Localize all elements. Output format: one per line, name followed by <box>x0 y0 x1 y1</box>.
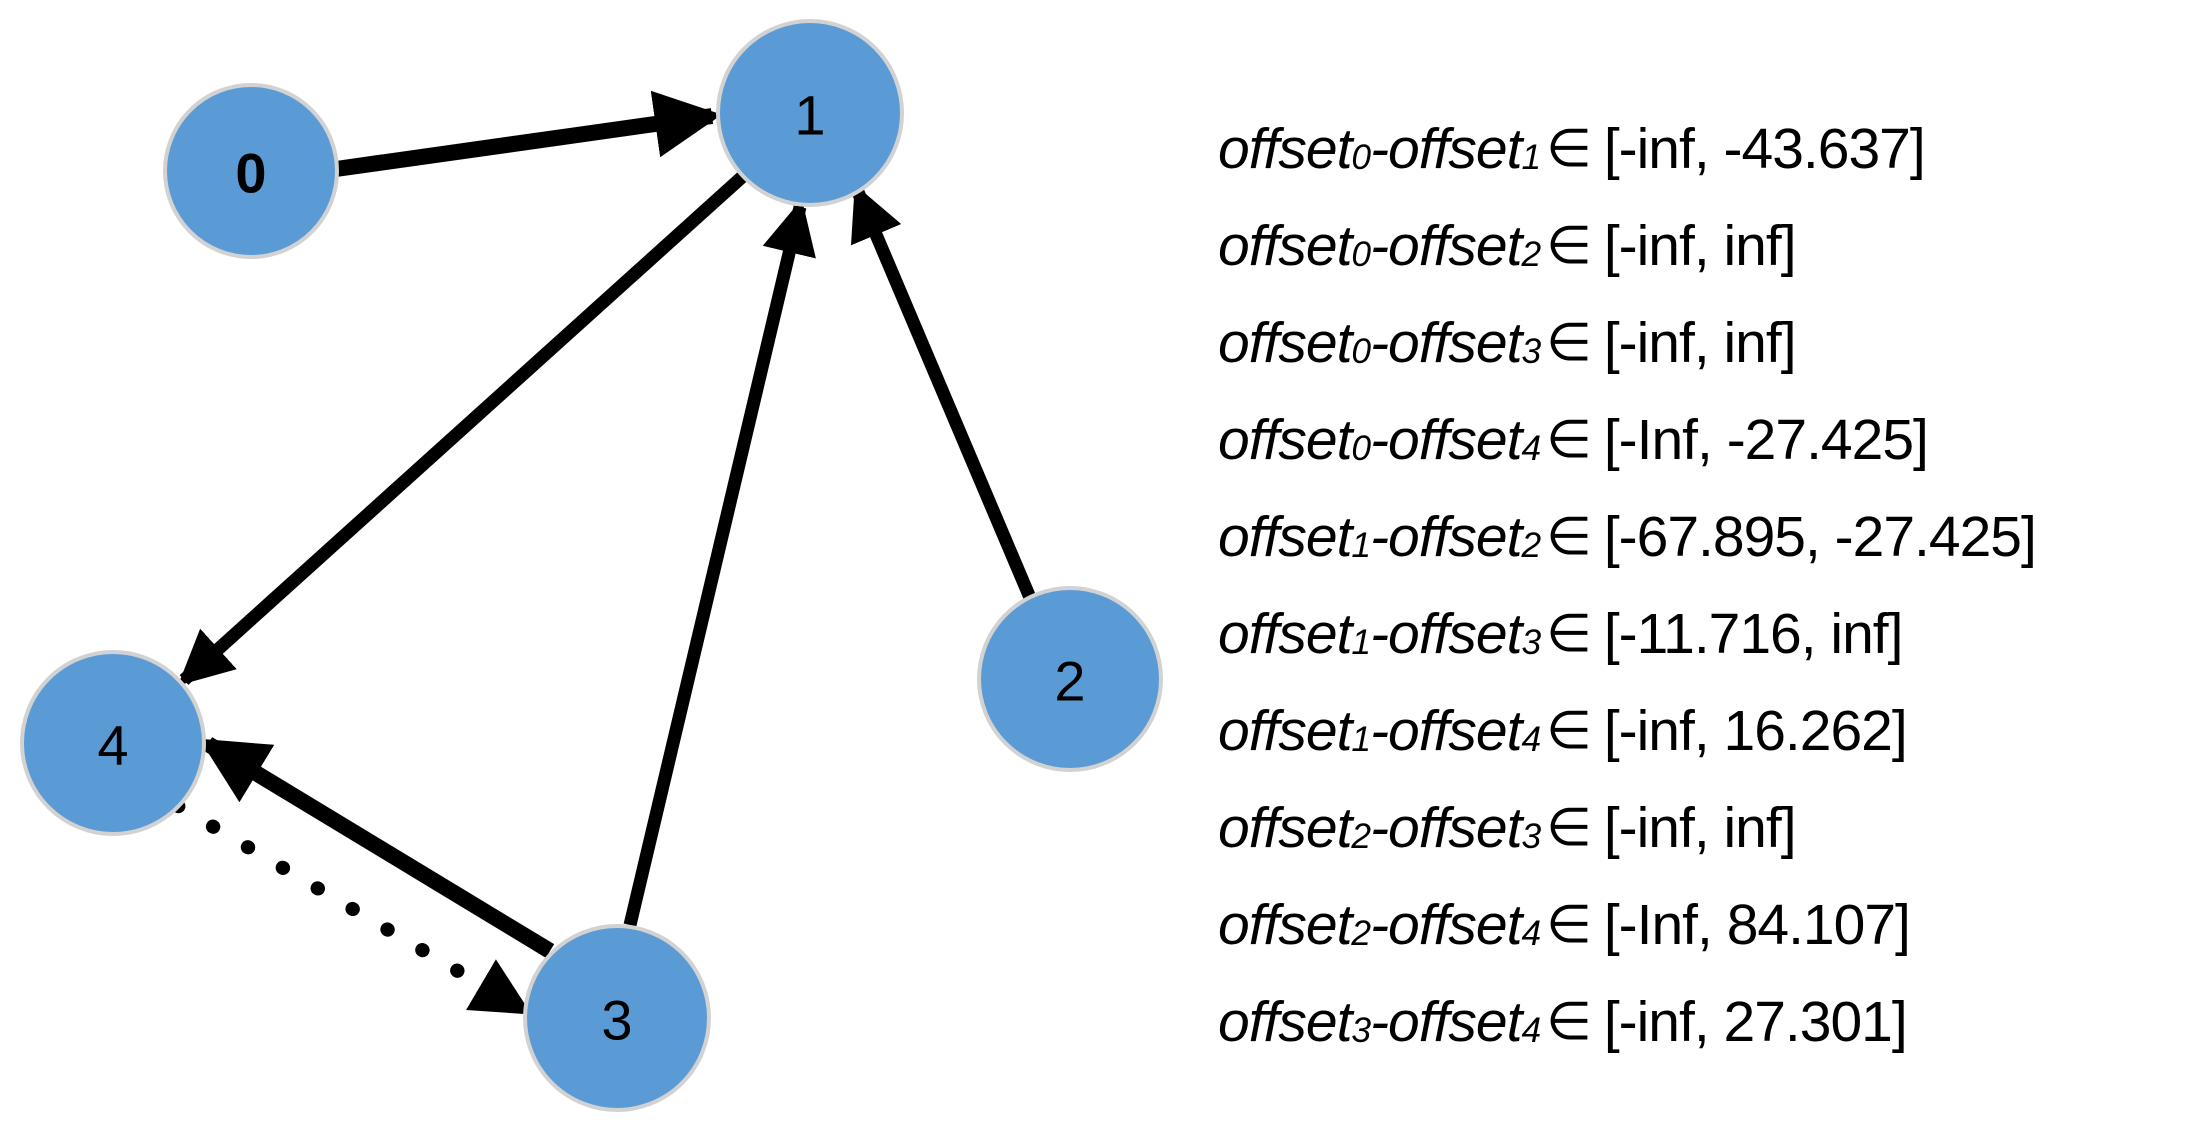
constraint-lhs: offset0-offset1 <box>1218 116 1541 181</box>
offset-subscript-b: 4 <box>1521 428 1541 468</box>
edge-1-to-4 <box>177 172 747 686</box>
constraint-lhs: offset0-offset3 <box>1218 310 1541 375</box>
element-of-symbol: ∈ <box>1546 411 1592 469</box>
offset-subscript-b: 2 <box>1521 234 1541 274</box>
offset-subscript-a: 0 <box>1351 428 1371 468</box>
element-of-symbol: ∈ <box>1546 605 1592 663</box>
offset-subscript-a: 3 <box>1351 1010 1371 1050</box>
constraint-lhs: offset2-offset4 <box>1218 892 1541 957</box>
node-circle-2 <box>977 586 1163 772</box>
offset-subscript-b: 2 <box>1521 525 1541 565</box>
element-of-symbol: ∈ <box>1546 702 1592 760</box>
constraint-row-0-4: offset0-offset4∈[-Inf, -27.425] <box>1218 391 2036 488</box>
constraint-range: [-inf, 16.262] <box>1603 698 1908 763</box>
constraint-row-1-2: offset1-offset2∈[-67.895, -27.425] <box>1218 488 2037 585</box>
offset-subscript-b: 3 <box>1521 331 1541 371</box>
node-label-1: 1 <box>794 84 825 147</box>
node-label-4: 4 <box>97 714 128 777</box>
constraint-range: [-67.895, -27.425] <box>1603 504 2037 569</box>
constraint-range: [-11.716, inf] <box>1603 601 1904 666</box>
edge-2-to-1 <box>850 184 1037 603</box>
constraint-lhs: offset1-offset4 <box>1218 698 1541 763</box>
edge-0-to-1 <box>334 90 722 177</box>
constraint-range: [-inf, inf] <box>1603 795 1797 860</box>
graph-node-3: 3 <box>523 924 711 1112</box>
offset-subscript-a: 1 <box>1351 719 1371 759</box>
node-circle-3 <box>523 924 711 1112</box>
element-of-symbol: ∈ <box>1546 799 1592 857</box>
element-of-symbol: ∈ <box>1546 508 1592 566</box>
edge-4-to-3-dotted <box>171 799 532 1017</box>
constraint-range: [-inf, inf] <box>1603 213 1797 278</box>
offset-subscript-a: 2 <box>1351 816 1371 856</box>
node-label-3: 3 <box>601 989 632 1052</box>
offset-subscript-a: 1 <box>1351 525 1371 565</box>
node-circle-0 <box>163 83 339 259</box>
constraint-range: [-inf, -43.637] <box>1603 116 1926 181</box>
constraint-list: offset0-offset1∈[-inf, -43.637]offset0-o… <box>1218 100 2037 1070</box>
element-of-symbol: ∈ <box>1546 896 1592 954</box>
node-circle-1 <box>716 19 904 207</box>
constraint-lhs: offset0-offset4 <box>1218 407 1541 472</box>
constraint-range: [-Inf, 84.107] <box>1603 892 1911 957</box>
constraint-lhs: offset0-offset2 <box>1218 213 1541 278</box>
constraint-row-1-4: offset1-offset4∈[-inf, 16.262] <box>1218 682 2036 779</box>
element-of-symbol: ∈ <box>1546 993 1592 1051</box>
offset-subscript-a: 0 <box>1351 331 1371 371</box>
constraint-range: [-inf, inf] <box>1603 310 1797 375</box>
constraint-lhs: offset2-offset3 <box>1218 795 1541 860</box>
constraint-row-0-1: offset0-offset1∈[-inf, -43.637] <box>1218 100 2036 197</box>
graph-node-4: 4 <box>20 650 206 836</box>
constraint-range: [-inf, 27.301] <box>1603 989 1908 1054</box>
constraint-lhs: offset3-offset4 <box>1218 989 1541 1054</box>
element-of-symbol: ∈ <box>1546 217 1592 275</box>
offset-subscript-b: 3 <box>1521 816 1541 856</box>
constraint-lhs: offset1-offset2 <box>1218 504 1541 569</box>
node-circle-4 <box>20 650 206 836</box>
offset-subscript-b: 1 <box>1521 137 1541 177</box>
element-of-symbol: ∈ <box>1546 314 1592 372</box>
offset-subscript-b: 3 <box>1521 622 1541 662</box>
constraint-range: [-Inf, -27.425] <box>1603 407 1929 472</box>
offset-subscript-b: 4 <box>1521 719 1541 759</box>
constraint-lhs: offset1-offset3 <box>1218 601 1541 666</box>
constraint-row-0-2: offset0-offset2∈[-inf, inf] <box>1218 197 2036 294</box>
offset-subscript-a: 2 <box>1351 913 1371 953</box>
edge-3-to-4 <box>199 737 555 958</box>
offset-subscript-a: 0 <box>1351 234 1371 274</box>
edge-3-to-1 <box>623 199 816 927</box>
constraint-row-0-3: offset0-offset3∈[-inf, inf] <box>1218 294 2036 391</box>
constraint-row-2-4: offset2-offset4∈[-Inf, 84.107] <box>1218 876 2036 973</box>
element-of-symbol: ∈ <box>1546 120 1592 178</box>
graph-node-2: 2 <box>977 586 1163 772</box>
node-label-0: 0 <box>235 142 266 205</box>
constraint-row-3-4: offset3-offset4∈[-inf, 27.301] <box>1218 973 2036 1070</box>
constraint-row-2-3: offset2-offset3∈[-inf, inf] <box>1218 779 2036 876</box>
offset-subscript-a: 1 <box>1351 622 1371 662</box>
constraint-row-1-3: offset1-offset3∈[-11.716, inf] <box>1218 585 2036 682</box>
offset-subscript-b: 4 <box>1521 913 1541 953</box>
graph-node-0: 0 <box>163 83 339 259</box>
node-label-2: 2 <box>1054 650 1085 713</box>
offset-subscript-b: 4 <box>1521 1010 1541 1050</box>
offset-subscript-a: 0 <box>1351 137 1371 177</box>
graph-node-1: 1 <box>716 19 904 207</box>
